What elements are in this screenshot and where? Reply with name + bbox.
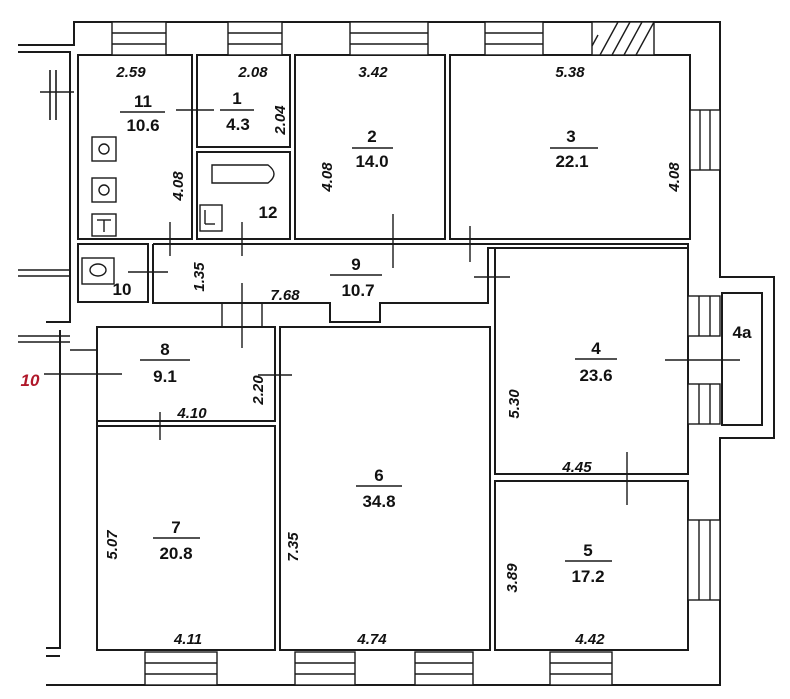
window-top-1: [111, 21, 167, 56]
dim-room2-height: 4.08: [319, 162, 336, 193]
room-6-number: 6: [374, 466, 383, 485]
window-right-4: [687, 519, 721, 601]
windows: [111, 21, 721, 686]
bathroom-sink-icon: [199, 204, 223, 232]
dim-room3-width: 5.38: [555, 64, 585, 81]
dim-room8-height: 2.20: [250, 375, 267, 406]
dim-room7-width: 4.11: [173, 631, 202, 648]
room-4-outline: [494, 247, 689, 475]
window-right-1: [689, 109, 721, 171]
dim-room6-width: 4.74: [356, 631, 387, 648]
hall-lines: [18, 70, 74, 343]
window-bottom-2: [294, 651, 356, 686]
dim-room7-height: 5.07: [104, 530, 121, 560]
fraction-bars: [120, 109, 617, 562]
room-10-number: 10: [113, 280, 132, 299]
stove-icon: [91, 177, 117, 203]
room-4a-outline: [721, 292, 763, 426]
room-4-area: 23.6: [579, 366, 612, 385]
fixtures: [81, 136, 275, 285]
room-9-number: 9: [351, 255, 360, 274]
window-bottom-3: [414, 651, 474, 686]
room-8-number: 8: [160, 340, 169, 359]
room-1-number: 1: [232, 89, 241, 108]
room-3-number: 3: [566, 127, 575, 146]
window-top-4: [484, 21, 544, 56]
dim-room3-height: 4.08: [666, 162, 683, 193]
dim-room11-width: 2.59: [115, 64, 146, 81]
toilet-icon: [81, 257, 115, 285]
fridge-icon: [91, 213, 117, 237]
dim-room4-height: 5.30: [506, 389, 523, 419]
dim-room8-width: 4.10: [176, 405, 207, 422]
room-1-area: 4.3: [226, 115, 250, 134]
room-2-number: 2: [367, 127, 376, 146]
window-right-2: [687, 295, 721, 337]
dim-room5-width: 4.42: [574, 631, 605, 648]
dim-room11-height: 4.08: [170, 171, 187, 202]
dim-room1-height: 2.04: [272, 105, 289, 136]
room-12-outline: [196, 151, 291, 240]
dim-room6-height: 7.35: [285, 532, 302, 562]
dim-corridor-length: 7.68: [270, 287, 300, 304]
room-8-area: 9.1: [153, 367, 177, 386]
window-top-3: [349, 21, 429, 56]
room-11-number: 11: [134, 92, 152, 111]
room-5-number: 5: [583, 541, 592, 560]
red-marker-label: 10: [21, 371, 40, 390]
room-11-area: 10.6: [126, 116, 159, 135]
dim-room4-width: 4.45: [561, 459, 592, 476]
room-7-area: 20.8: [159, 544, 192, 563]
dim-room5-height: 3.89: [504, 563, 521, 593]
door-marks: [44, 109, 740, 505]
window-bottom-1: [144, 651, 218, 686]
dim-room1-width: 2.08: [237, 64, 268, 81]
bathtub-icon: [211, 164, 275, 184]
dim-room2-width: 3.42: [358, 64, 388, 81]
room-4-number: 4: [591, 339, 601, 358]
hatched-window: [591, 21, 655, 56]
room-5-area: 17.2: [571, 567, 604, 586]
window-right-3: [687, 383, 721, 425]
room-6-area: 34.8: [362, 492, 395, 511]
room-7-number: 7: [171, 518, 180, 537]
room-10-outline: [77, 243, 149, 303]
room-4a-number: 4a: [733, 323, 752, 342]
room-3-area: 22.1: [555, 152, 588, 171]
room-9-area: 10.7: [341, 281, 374, 300]
dim-corridor-height: 1.35: [191, 262, 208, 292]
sink-icon: [91, 136, 117, 162]
window-top-2: [227, 21, 283, 56]
room-12-number: 12: [259, 203, 278, 222]
room-2-area: 14.0: [355, 152, 388, 171]
window-bottom-4: [549, 651, 613, 686]
room-6-outline: [279, 326, 491, 651]
